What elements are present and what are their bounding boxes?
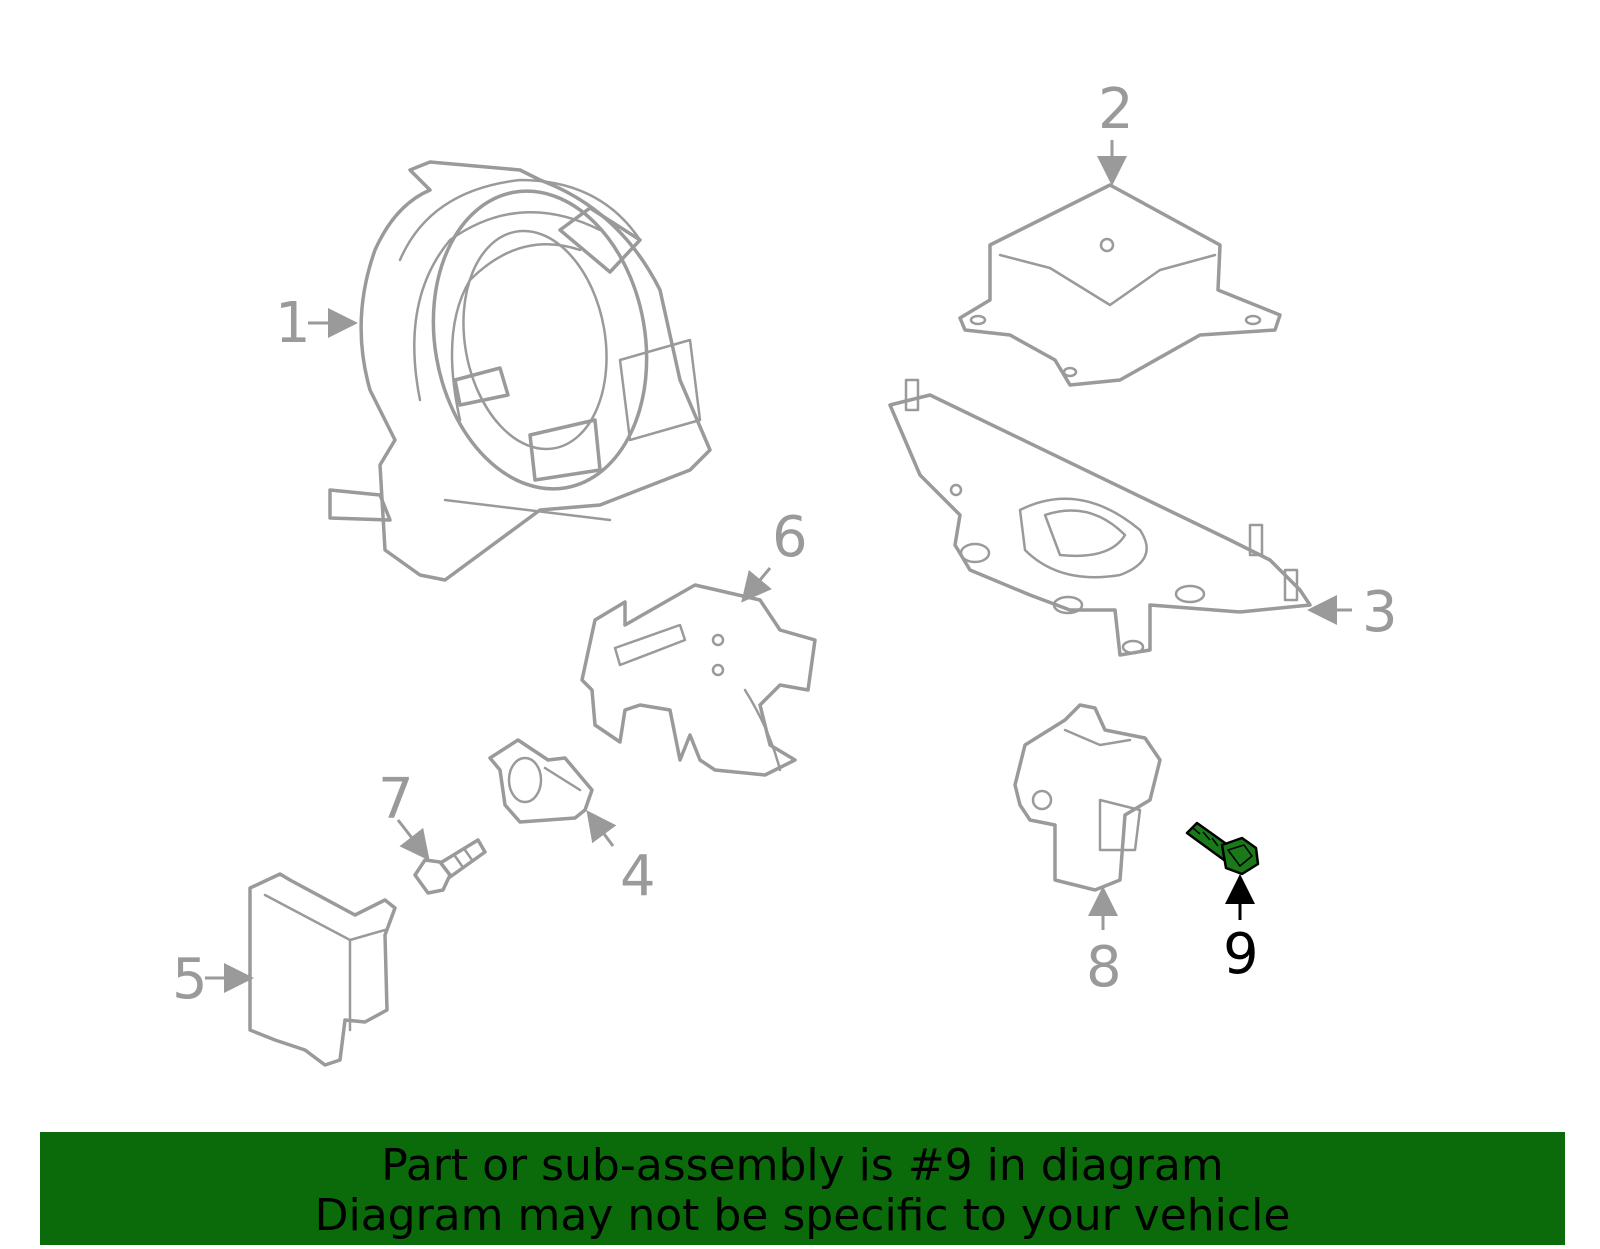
- callout-5: 5: [172, 947, 208, 1012]
- sensor-icon: [488, 738, 594, 824]
- mounting-bracket-icon: [580, 583, 817, 777]
- callout-2: 2: [1098, 77, 1134, 142]
- callout-4: 4: [620, 844, 656, 909]
- callout-7: 7: [378, 767, 414, 832]
- callout-8: 8: [1086, 935, 1122, 1000]
- callout-1: 1: [275, 291, 311, 356]
- control-unit-icon: [248, 872, 397, 1067]
- banner-line-2: Diagram may not be specific to your vehi…: [314, 1190, 1291, 1241]
- callout-6: 6: [772, 505, 808, 570]
- impact-sensor-icon: [1013, 703, 1162, 892]
- banner-line-1: Part or sub-assembly is #9 in diagram: [381, 1140, 1224, 1191]
- bolt-icon: [413, 838, 487, 895]
- clockspring-icon: [328, 160, 712, 582]
- callout-3: 3: [1362, 580, 1398, 645]
- highlighted-bolt-icon: [1185, 821, 1260, 876]
- info-banner: Part or sub-assembly is #9 in diagram Di…: [40, 1132, 1565, 1245]
- module-bracket-icon: [888, 378, 1312, 657]
- callout-9: 9: [1223, 922, 1259, 987]
- airbag-control-module-icon: [958, 183, 1282, 387]
